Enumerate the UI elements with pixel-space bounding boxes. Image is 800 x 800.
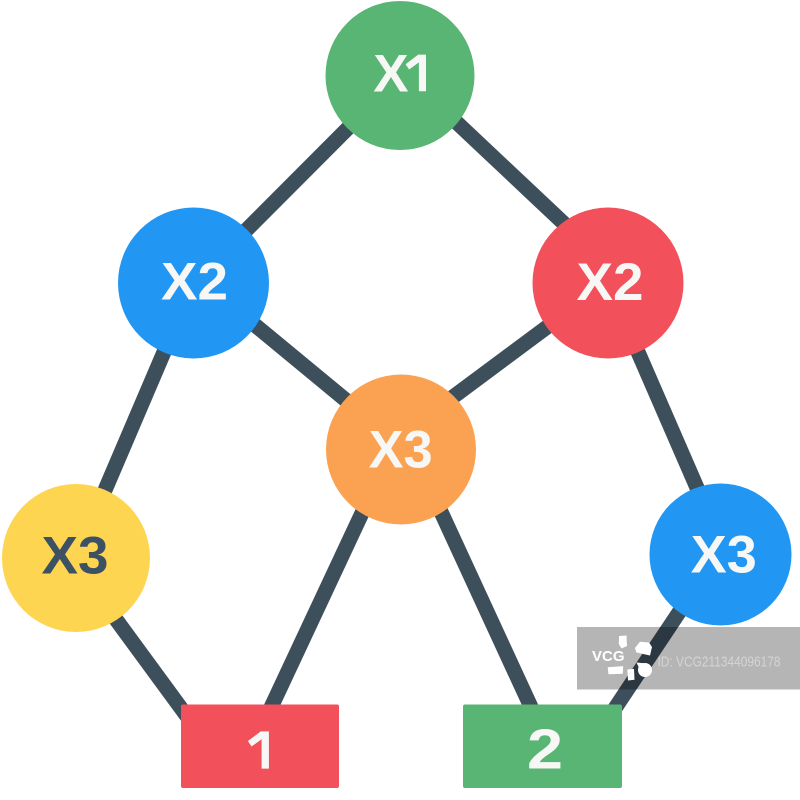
svg-text:X2: X2 [161,253,228,312]
svg-text:X3: X3 [691,526,757,585]
svg-text:X: X [373,45,408,104]
svg-text:X3: X3 [369,421,433,480]
svg-text:VCG: VCG [592,648,625,665]
svg-text:X3: X3 [42,527,109,586]
svg-text:X2: X2 [577,253,644,312]
svg-text:ID: VCG211344096178: ID: VCG211344096178 [658,655,781,671]
svg-text:2: 2 [527,718,563,782]
